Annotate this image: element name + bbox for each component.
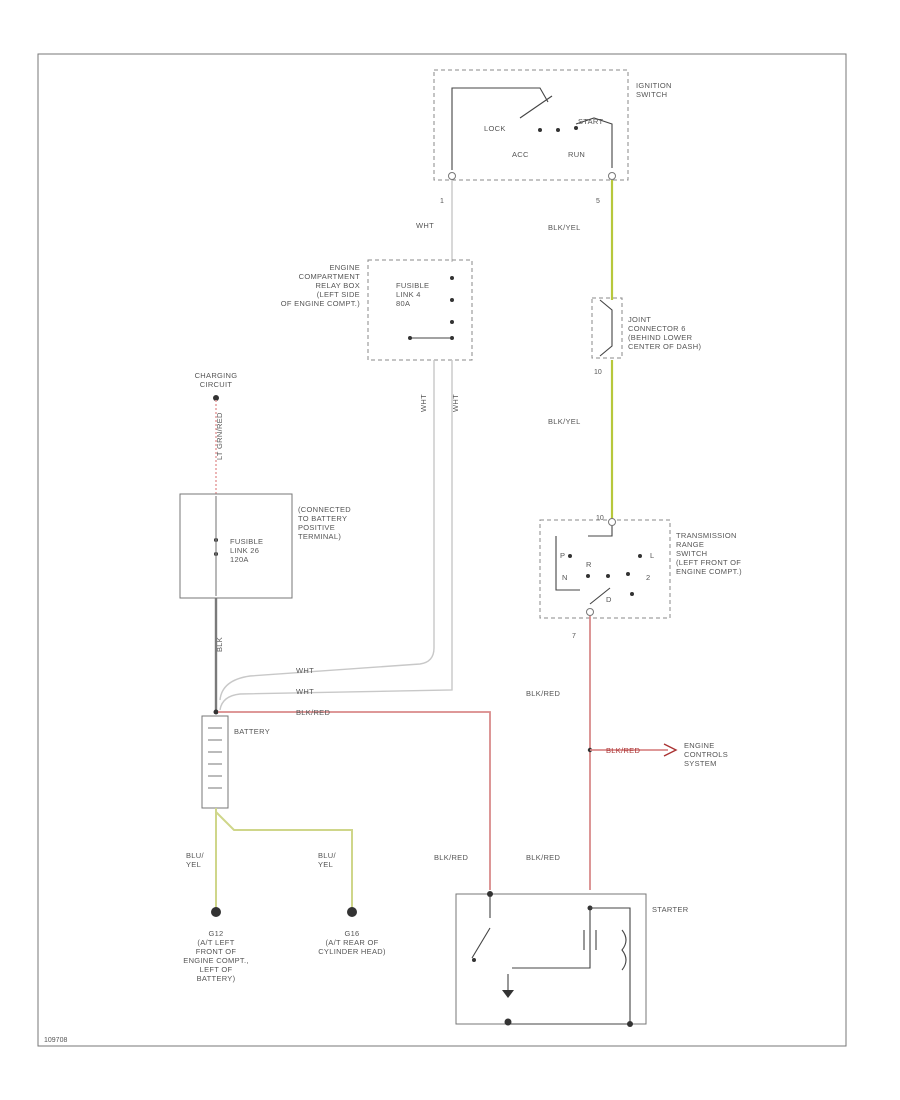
ignition-pin-left: 1: [440, 198, 444, 205]
battery-label: BATTERY: [234, 727, 270, 736]
trs-n: N: [562, 573, 568, 582]
starter-label: STARTER: [652, 905, 689, 914]
ground-g12-icon: [211, 907, 221, 917]
wire-wht-label-3: WHT: [451, 394, 460, 412]
wire-wht-label-1: WHT: [416, 221, 434, 230]
ground-wire-label-2: BLU/YEL: [318, 851, 336, 869]
ground-wire-label-1: BLU/YEL: [186, 851, 204, 869]
wire-wht-label-5: WHT: [296, 687, 314, 696]
wire-bkred-arrow-label: BLK/RED: [606, 746, 640, 755]
wire-bkred-label-4: BLK/RED: [434, 853, 468, 862]
trs-p: P: [560, 551, 565, 560]
trs-2: 2: [646, 573, 650, 582]
trs-d: D: [606, 595, 612, 604]
wire-wht-2: [219, 360, 435, 701]
wire-gray-label: BLK: [215, 637, 224, 652]
wire-bkred-label-3: BLK/RED: [296, 708, 330, 717]
diagram-frame: [37, 53, 847, 1047]
wire-bkred-label-1: BLK/RED: [526, 689, 560, 698]
trs-r: R: [586, 560, 592, 569]
ignition-run-label: RUN: [568, 150, 585, 159]
trs-pin-bottom: 7: [572, 633, 576, 640]
ignition-lock-label: LOCK: [484, 124, 506, 133]
wire-bkred-label-2: BLK/RED: [526, 853, 560, 862]
starter: STARTER: [455, 891, 689, 1027]
wire-bkyel-label-1: BLK/YEL: [548, 223, 581, 232]
ignition-acc-label: ACC: [512, 150, 529, 159]
wire-ground-2: [215, 811, 353, 908]
wire-bkyel-label-2: BLK/YEL: [548, 417, 581, 426]
wire-wht-label-2: WHT: [419, 394, 428, 412]
wire-ltgrn-label: LT GRN/RED: [215, 412, 224, 460]
figure-id: 109708: [44, 1037, 67, 1044]
trs-pin-top: 10: [596, 515, 604, 522]
ignition-pin-right: 5: [596, 198, 600, 205]
trs-l: L: [650, 551, 654, 560]
joint-connector-pin: 10: [594, 369, 602, 376]
ground-g16-icon: [347, 907, 357, 917]
wire-wht-label-4: WHT: [296, 666, 314, 675]
wire-bkred-bat: [218, 711, 491, 890]
wire-wht-3: [219, 360, 453, 711]
battery: BATTERY: [201, 715, 270, 809]
ignition-start-label: START: [578, 117, 604, 126]
